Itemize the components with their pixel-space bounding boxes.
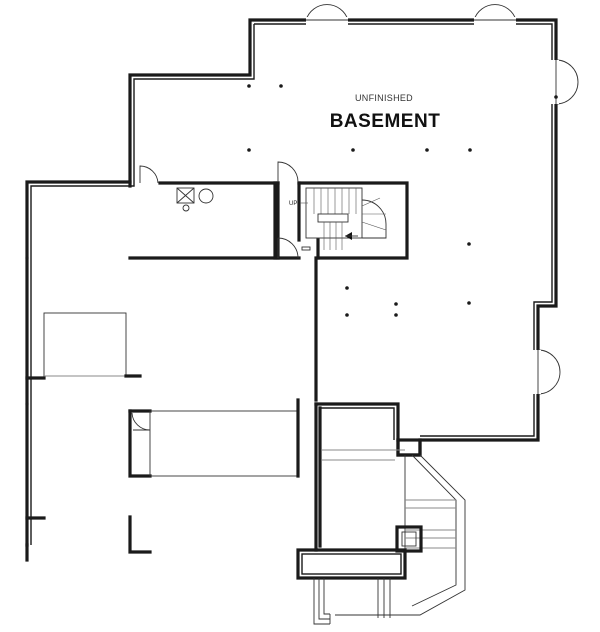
water-heater-icon: [198, 188, 214, 204]
closet-door: [131, 412, 151, 431]
mechanical-room: [128, 165, 280, 260]
post: [247, 148, 251, 152]
post: [279, 84, 283, 88]
deck: [296, 402, 466, 625]
stair-up-label: UP: [289, 201, 297, 207]
stair-top-door: [277, 161, 299, 183]
window-swing-top-left: [305, 4, 349, 21]
post: [467, 242, 471, 246]
deck-column: [395, 525, 423, 553]
left-wing: [25, 312, 300, 554]
furnace-icon: [176, 187, 195, 212]
room-caption: UNFINISHED: [355, 93, 413, 103]
post: [25, 256, 29, 260]
support-posts: [25, 84, 558, 406]
stair-enclosure: UP: [276, 161, 409, 402]
post: [467, 301, 471, 305]
exterior-walls: [25, 18, 558, 562]
closet-area: [149, 410, 299, 477]
post: [554, 95, 558, 99]
post: [468, 148, 472, 152]
window-swing-top-right: [473, 4, 517, 21]
window-swing-right-upper: [555, 59, 579, 105]
exterior-openings: [305, 4, 579, 395]
mech-room-door: [139, 165, 159, 184]
storage-area: [43, 312, 127, 377]
post: [394, 313, 398, 317]
post: [345, 313, 349, 317]
post: [345, 286, 349, 290]
post: [25, 402, 29, 406]
post: [394, 302, 398, 306]
stair-treads: [305, 187, 387, 250]
room-name: BASEMENT: [330, 111, 441, 132]
stair-bottom-door: [277, 237, 299, 259]
post: [425, 148, 429, 152]
post: [247, 84, 251, 88]
window-swing-right-lower: [537, 349, 561, 395]
post: [351, 148, 355, 152]
